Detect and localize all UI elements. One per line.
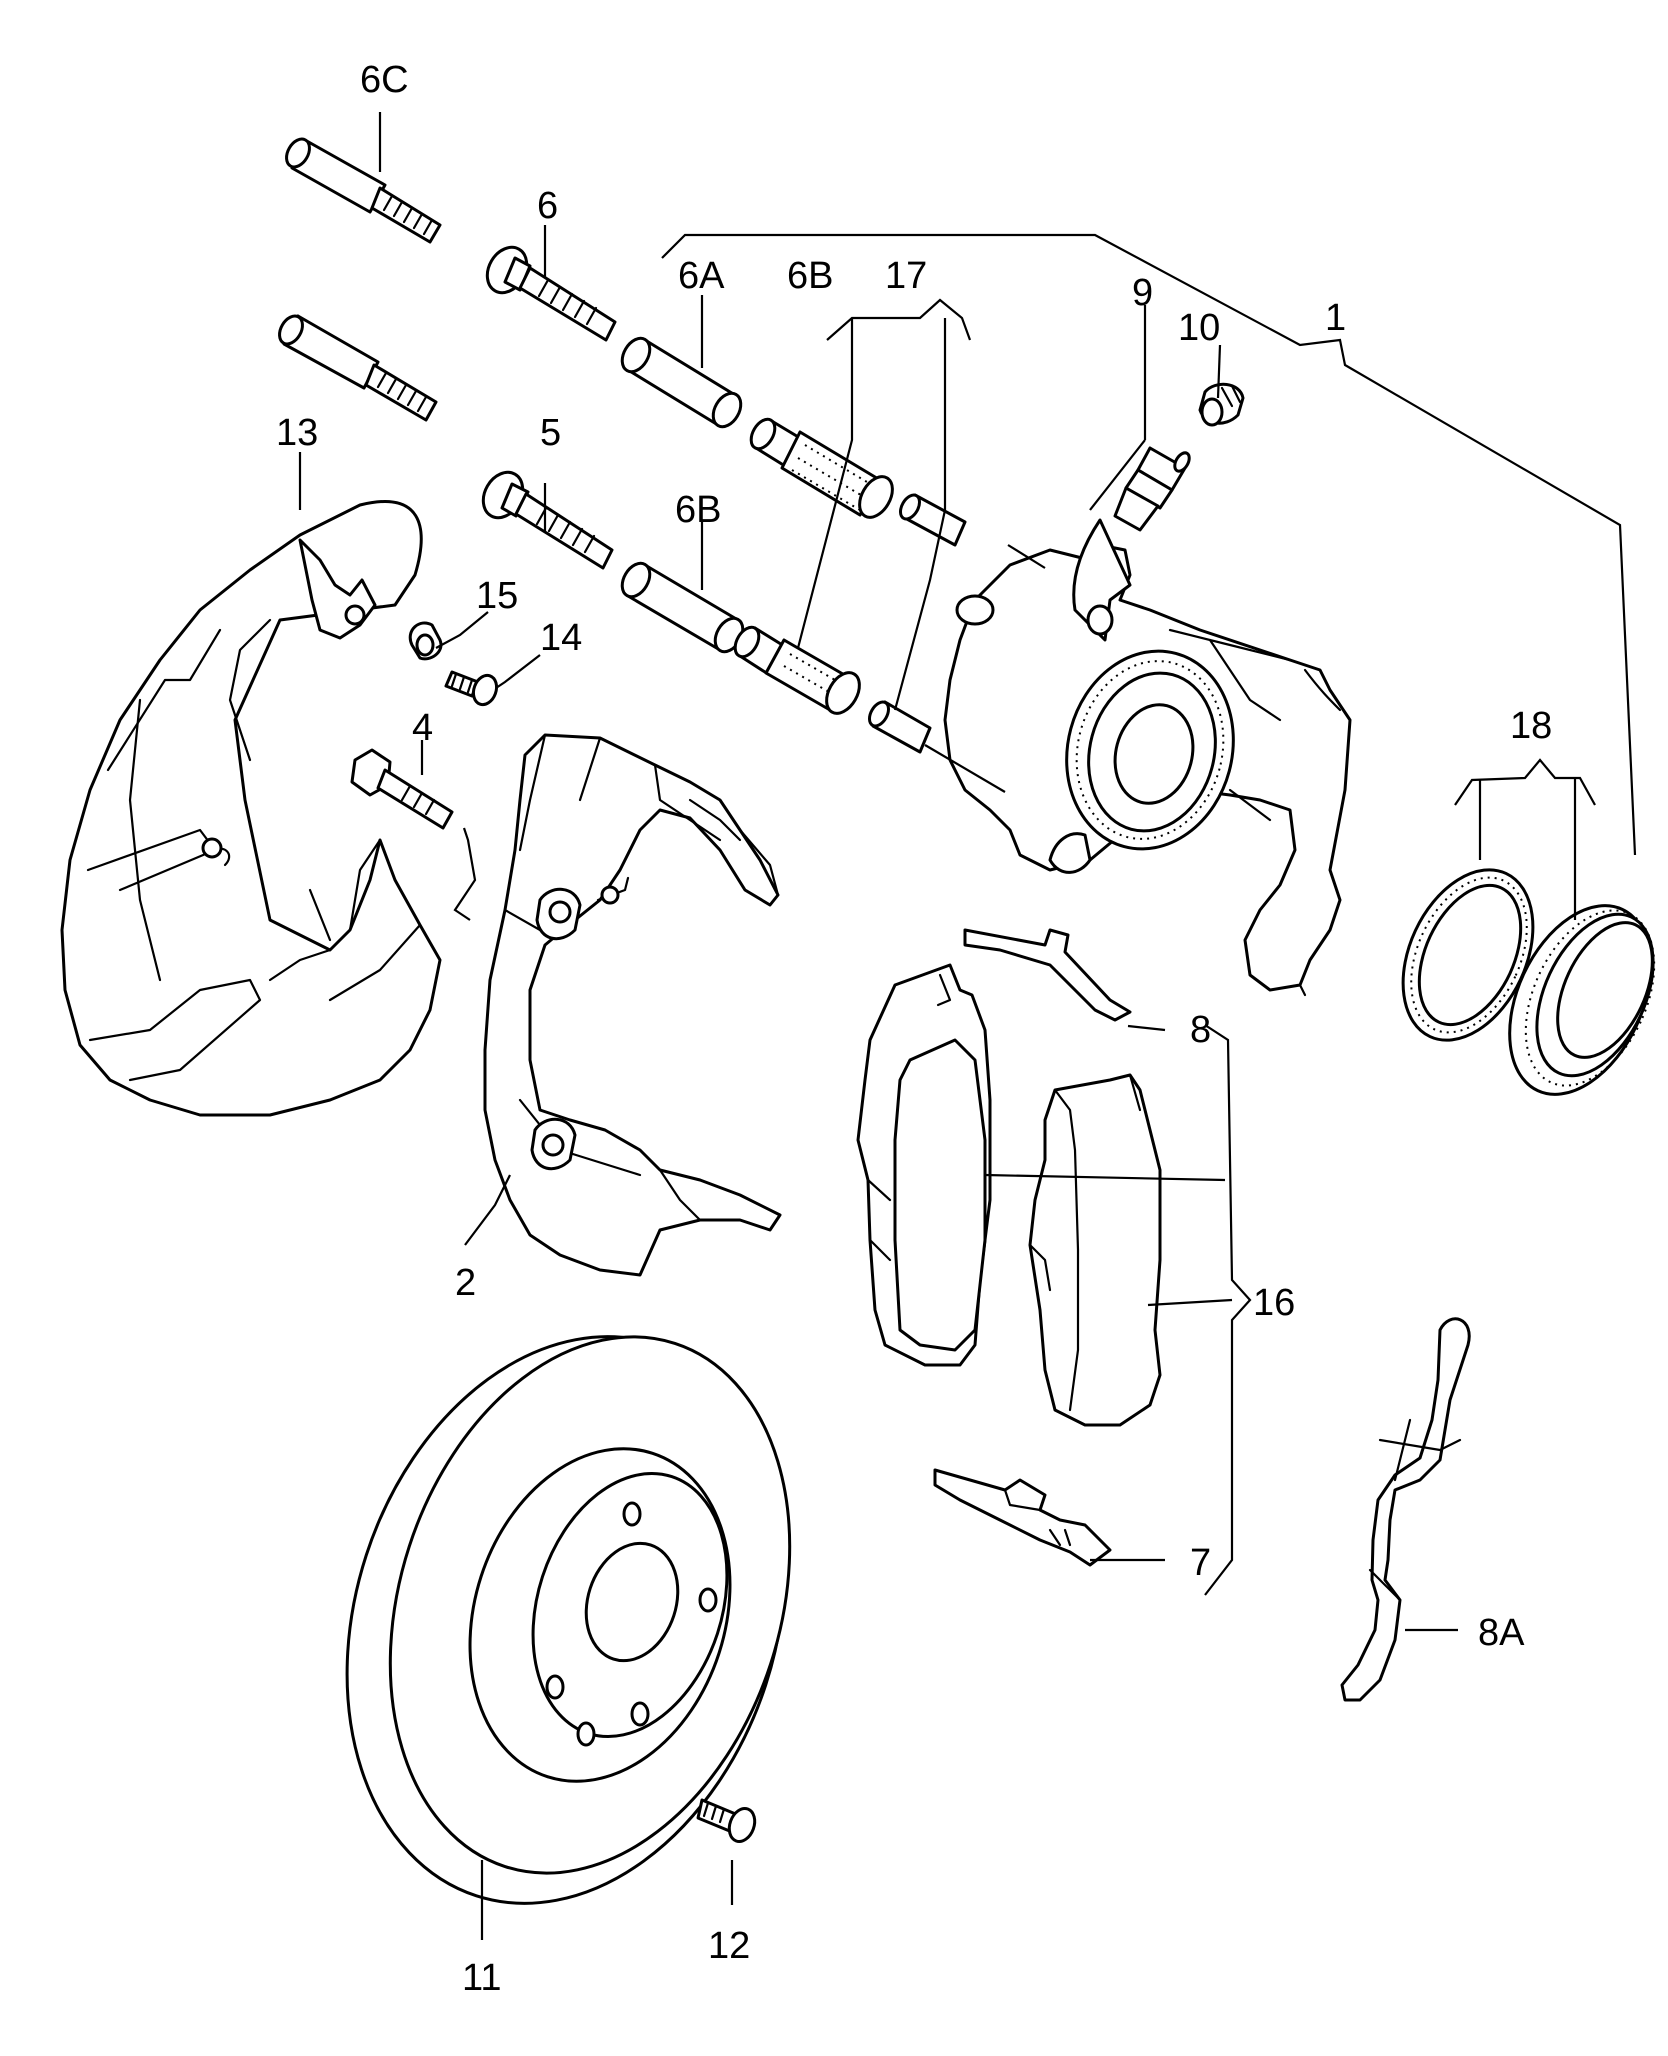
bush-6b-lower: [733, 625, 861, 715]
dust-cap-10: [1198, 382, 1245, 427]
bush-6b-upper: [749, 417, 894, 519]
sleeve-6b-middle: [620, 561, 745, 654]
label-5: 5: [540, 412, 561, 454]
spring-8: [963, 928, 1132, 1022]
screw-12: [696, 1798, 757, 1843]
brake-pad-16-rear: [1028, 1073, 1162, 1427]
guide-pin-6c-lower: [278, 314, 438, 422]
label-8: 8: [1190, 1009, 1211, 1051]
wear-sensor-wire-8a: [1340, 1317, 1471, 1702]
label-9: 9: [1132, 272, 1153, 314]
label-6: 6: [537, 185, 558, 227]
sleeve-6a: [620, 336, 743, 429]
guide-pin-6c-upper: [285, 137, 442, 244]
bolt-5: [481, 470, 614, 570]
leader-lines: [298, 112, 1637, 1940]
bolt-6: [485, 245, 617, 342]
clip-15: [408, 621, 443, 661]
label-17: 17: [885, 255, 927, 297]
bolt-4: [350, 748, 454, 830]
brake-pad-16-front: [856, 963, 992, 1367]
caliper-carrier-2: [483, 733, 782, 1277]
label-13: 13: [276, 412, 318, 454]
boot-18: [1508, 904, 1656, 1096]
label-4: 4: [412, 707, 433, 749]
label-10: 10: [1178, 307, 1220, 349]
brake-caliper-1: [943, 518, 1352, 997]
label-7: 7: [1190, 1542, 1211, 1584]
part-labels: 6C 6 6A 6B 17 9 10 1 13 5 6B 15 14 4 18 …: [276, 59, 1552, 1999]
label-6c: 6C: [360, 59, 409, 101]
label-2: 2: [455, 1262, 476, 1304]
cap-17-upper: [899, 493, 967, 547]
label-11: 11: [462, 1957, 501, 1999]
label-12: 12: [708, 1925, 750, 1967]
splash-shield-13: [60, 500, 442, 1117]
label-6b-top: 6B: [787, 255, 833, 297]
label-6b-middle: 6B: [675, 489, 721, 531]
label-14: 14: [540, 617, 582, 659]
bleed-valve-9: [1113, 446, 1191, 532]
label-15: 15: [476, 575, 518, 617]
spring-7: [933, 1468, 1112, 1567]
brake-disc-11: [345, 1335, 792, 1905]
cap-17-lower: [868, 700, 932, 754]
label-1: 1: [1325, 297, 1346, 339]
seal-18: [1401, 868, 1535, 1042]
label-6a: 6A: [678, 255, 725, 297]
label-8a: 8A: [1478, 1612, 1525, 1654]
screw-14: [444, 670, 499, 707]
label-16: 16: [1253, 1282, 1295, 1324]
label-18: 18: [1510, 705, 1552, 747]
